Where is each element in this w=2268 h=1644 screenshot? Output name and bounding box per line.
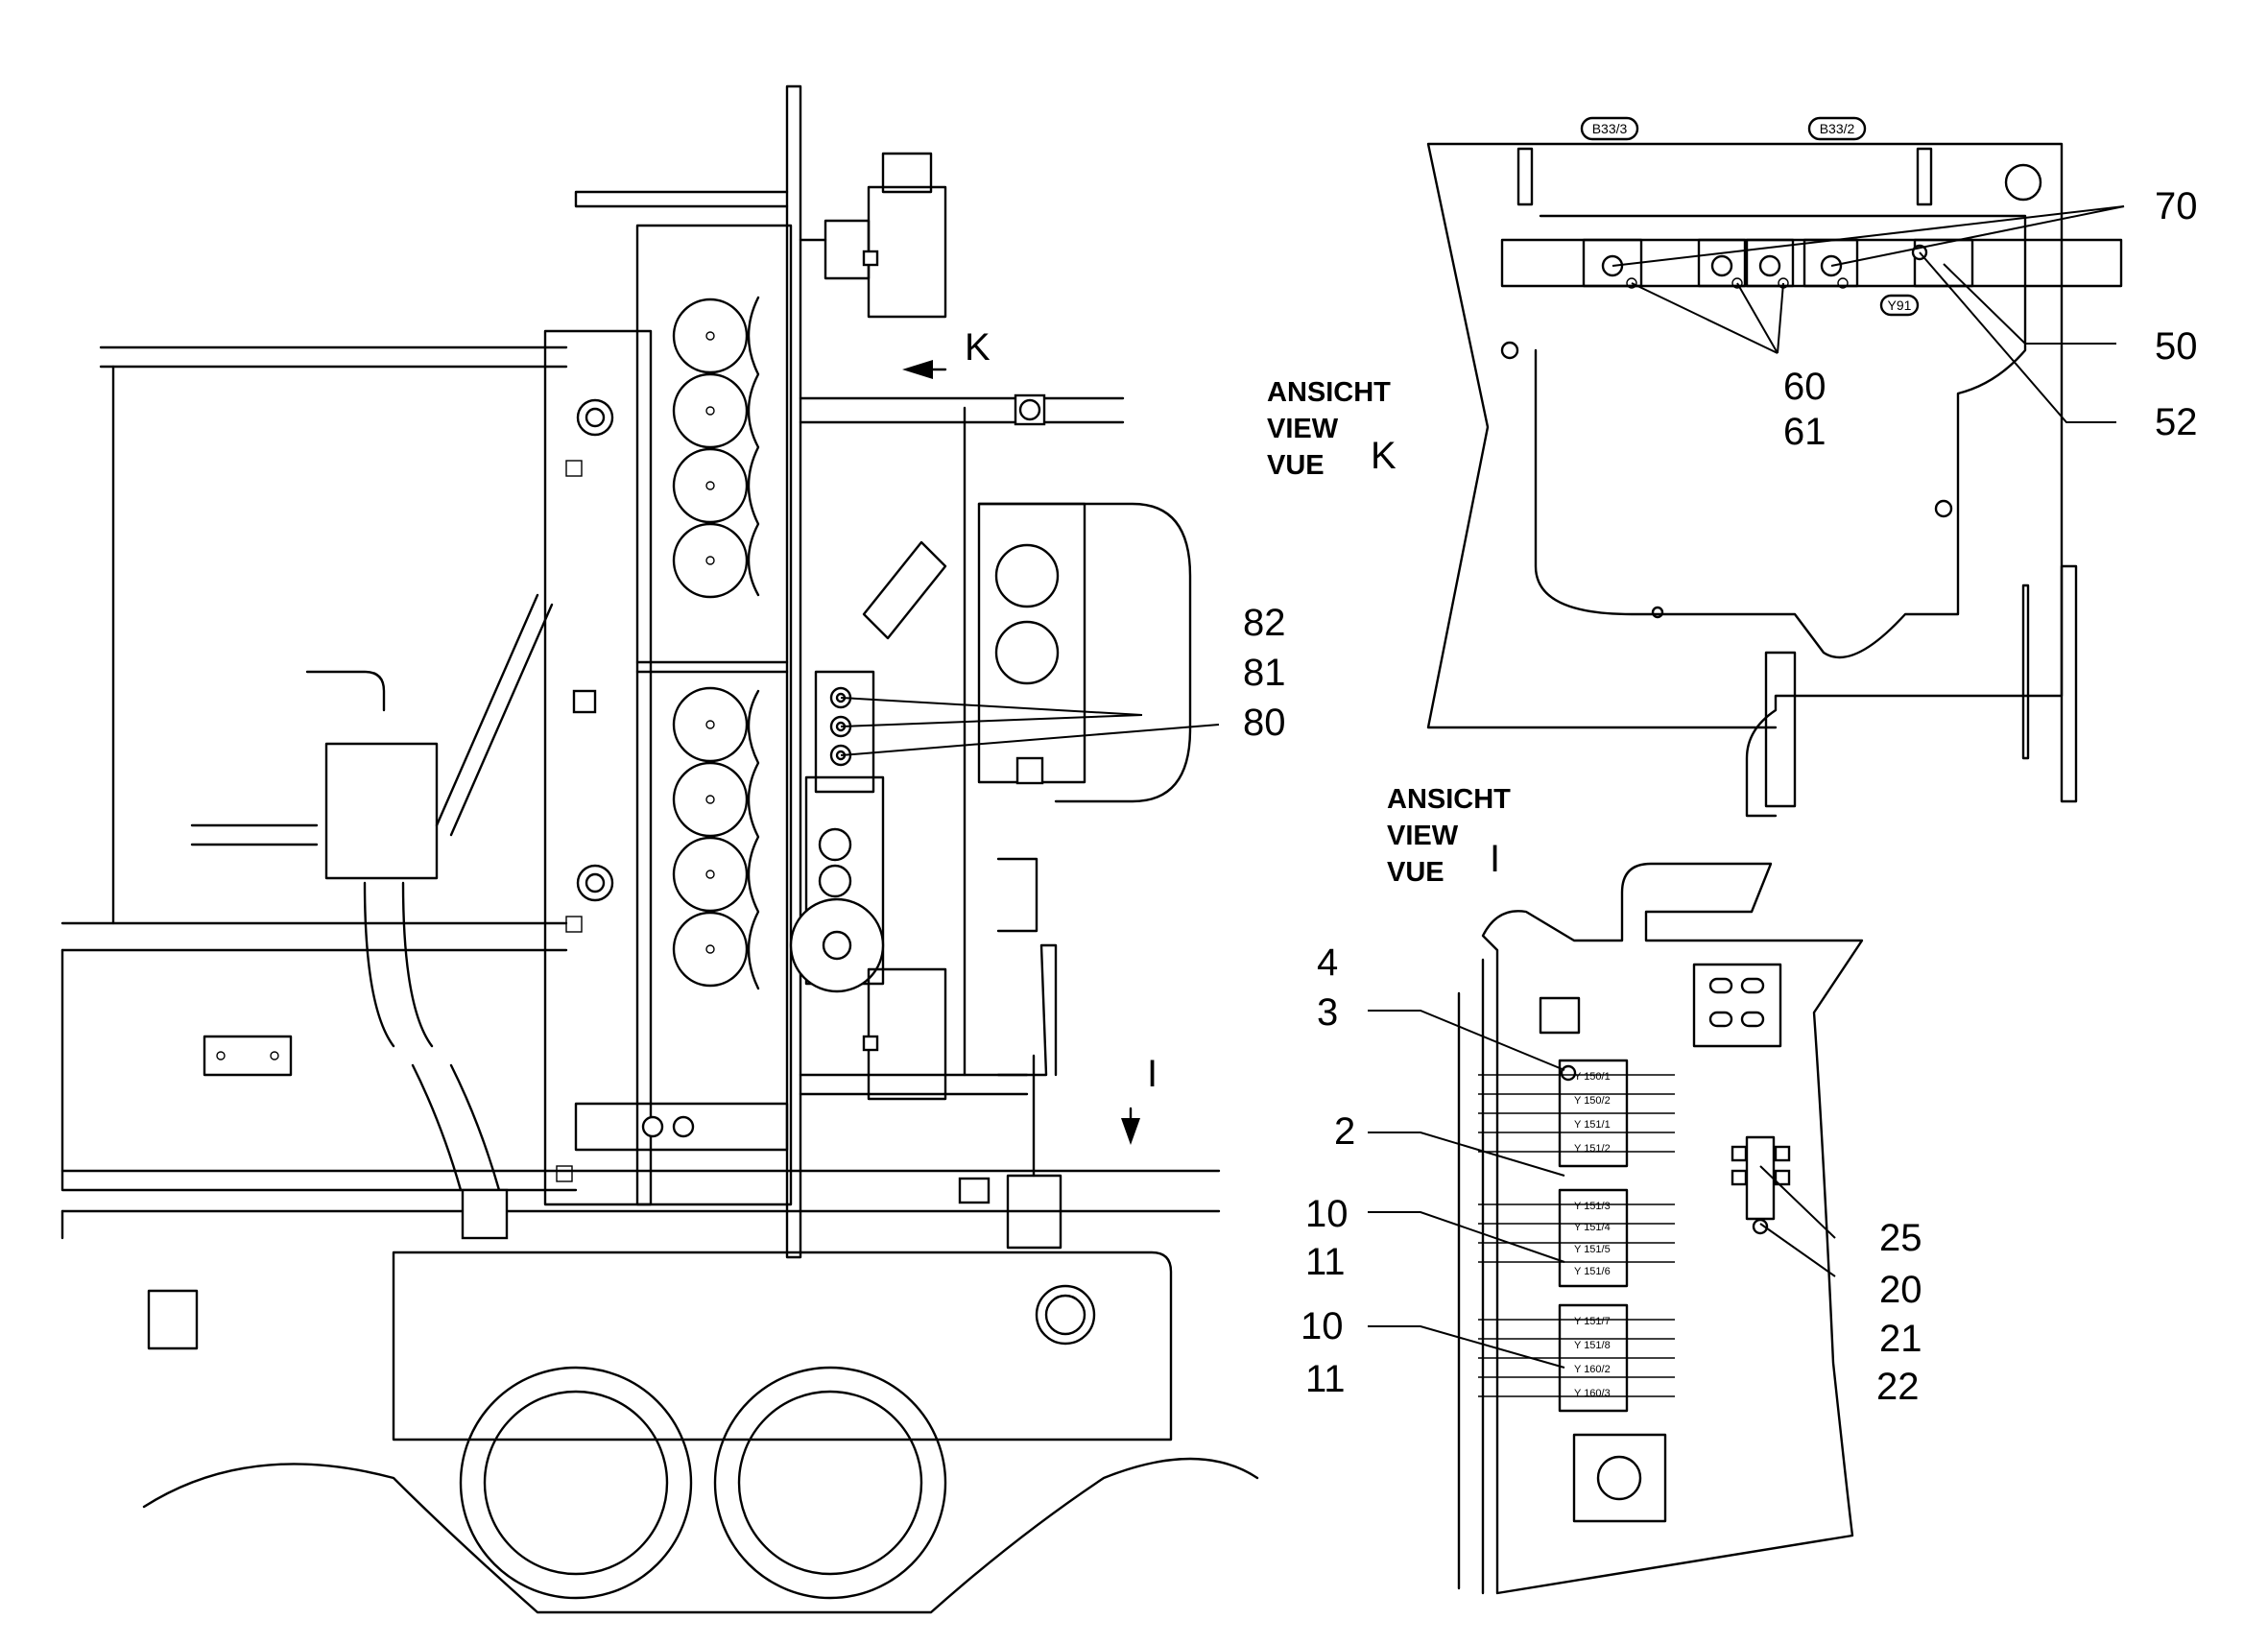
valve-label-y160-3: Y 160/3 — [1574, 1388, 1611, 1399]
solenoid-coils-upper — [672, 298, 749, 599]
bottom-manifold — [574, 1102, 789, 1152]
side-clamp — [147, 1289, 199, 1350]
view-i-side — [1457, 958, 1485, 1595]
right-bracket — [799, 396, 1125, 424]
callout-80: 80 — [1243, 702, 1286, 744]
view-i-line3: VUE — [1387, 857, 1444, 888]
lower-frame — [60, 948, 578, 1192]
connector-tag-b33-2: B33/2 — [1820, 121, 1855, 136]
hose-lower — [411, 1063, 501, 1192]
callout-11a: 11 — [1305, 1241, 1346, 1283]
valve-label-y151-6: Y 151/6 — [1574, 1266, 1611, 1277]
upper-rail — [99, 345, 568, 369]
inlet-pipe — [305, 670, 386, 712]
valve-label-y151-3: Y 151/3 — [1574, 1201, 1611, 1212]
block-divider — [635, 660, 789, 674]
top-plate — [574, 190, 789, 208]
valve-label-y151-5: Y 151/5 — [1574, 1244, 1611, 1255]
callout-50: 50 — [2155, 325, 2198, 368]
callout-21: 21 — [1879, 1318, 1922, 1360]
view-k-line1: ANSICHT — [1267, 377, 1391, 408]
view-i-panel: ANSICHT VIEW VUE I Y 150/1 Y 150/2 Y 151… — [1301, 784, 1922, 1595]
view-arrow-i-label: I — [1147, 1053, 1158, 1095]
callout-10b: 10 — [1301, 1305, 1344, 1347]
angled-cylinder — [862, 540, 947, 640]
cable-channel-upper — [747, 296, 760, 597]
view-arrow-i: I — [1121, 1053, 1158, 1145]
valve-stack-2: Y 151/3 Y 151/4 Y 151/5 Y 151/6 — [1478, 1188, 1675, 1288]
view-k-line2: VIEW — [1267, 414, 1339, 444]
callout-70: 70 — [2155, 185, 2198, 227]
callout-60: 60 — [1783, 366, 1826, 408]
lever — [996, 943, 1058, 1077]
view-k-hole — [2004, 163, 2042, 202]
vertical-mast — [785, 84, 802, 1259]
lower-solenoid-valve — [867, 967, 947, 1101]
view-k-letter: K — [1371, 435, 1397, 477]
callout-82: 82 — [1243, 602, 1286, 644]
view-arrow-k: K — [902, 326, 991, 379]
view-i-bracket — [1692, 963, 1782, 1048]
valve-stack-1: Y 150/1 Y 150/2 Y 151/1 Y 151/2 — [1478, 1059, 1675, 1168]
valve-label-y151-7: Y 151/7 — [1574, 1316, 1611, 1327]
view-k-plate — [1534, 214, 2027, 659]
valve-label-y151-2: Y 151/2 — [1574, 1143, 1611, 1155]
view-i-line2: VIEW — [1387, 821, 1459, 851]
tee-fitting — [324, 742, 439, 880]
valve-label-y151-1: Y 151/1 — [1574, 1119, 1611, 1131]
view-i-flange — [1572, 1433, 1667, 1523]
view-k-panel: B33/3 B33/2 Y91 ANSICHT VIEW VUE K 70 50… — [1267, 116, 2198, 818]
valve-label-y150-1: Y 150/1 — [1574, 1071, 1611, 1083]
callout-20: 20 — [1879, 1269, 1922, 1311]
view-i-housing — [1481, 862, 1864, 1595]
view-k-line3: VUE — [1267, 450, 1325, 481]
diagonal-brace — [435, 593, 554, 837]
port-callouts: 82 81 80 — [840, 602, 1286, 756]
valve-block — [635, 224, 793, 1206]
gearbox-flange-left — [459, 1366, 693, 1600]
loop-hose — [977, 502, 1192, 803]
callout-4: 4 — [1317, 941, 1338, 984]
valve-stack-3: Y 151/7 Y 151/8 Y 160/2 Y 160/3 — [1478, 1303, 1675, 1413]
callout-3: 3 — [1317, 991, 1338, 1034]
valve-label-y150-2: Y 150/2 — [1574, 1095, 1611, 1107]
callout-11b: 11 — [1305, 1358, 1346, 1400]
callout-52: 52 — [2155, 401, 2198, 443]
view-k-manifold — [1500, 238, 2123, 288]
port-block — [814, 670, 875, 794]
cutaway-line — [142, 1457, 1259, 1614]
small-bracket — [203, 1035, 293, 1077]
valve-label-y151-8: Y 151/8 — [1574, 1340, 1611, 1351]
valve-label-y160-2: Y 160/2 — [1574, 1364, 1611, 1375]
callout-61: 61 — [1783, 411, 1826, 453]
view-i-line1: ANSICHT — [1387, 784, 1511, 815]
view-i-letter: I — [1490, 838, 1500, 880]
valve-label-y151-4: Y 151/4 — [1574, 1222, 1611, 1233]
callout-81: 81 — [1243, 652, 1286, 694]
top-solenoid-valve — [867, 185, 947, 319]
connector-tag-y91: Y91 — [1888, 298, 1912, 313]
pressure-switch — [1745, 1135, 1776, 1221]
hose-upper — [363, 881, 434, 1048]
valve-block-left — [543, 329, 653, 1206]
gearbox-housing — [392, 1251, 1173, 1441]
gearbox-flange-right — [713, 1366, 947, 1600]
callout-22: 22 — [1876, 1366, 1920, 1408]
view-k-outline — [1426, 142, 2064, 818]
view-arrow-k-label: K — [965, 326, 991, 369]
solenoid-coils-lower — [672, 686, 749, 988]
callout-2: 2 — [1334, 1110, 1355, 1153]
connector-tag-b33-3: B33/3 — [1592, 121, 1628, 136]
side-pipe — [190, 823, 319, 846]
callout-10a: 10 — [1305, 1193, 1349, 1235]
main-assembly — [60, 84, 1259, 1614]
small-clip — [996, 857, 1039, 933]
base-rail — [60, 1169, 1221, 1213]
middle-rail — [60, 921, 568, 952]
cable-channel-lower — [747, 689, 760, 990]
callout-25: 25 — [1879, 1217, 1922, 1259]
